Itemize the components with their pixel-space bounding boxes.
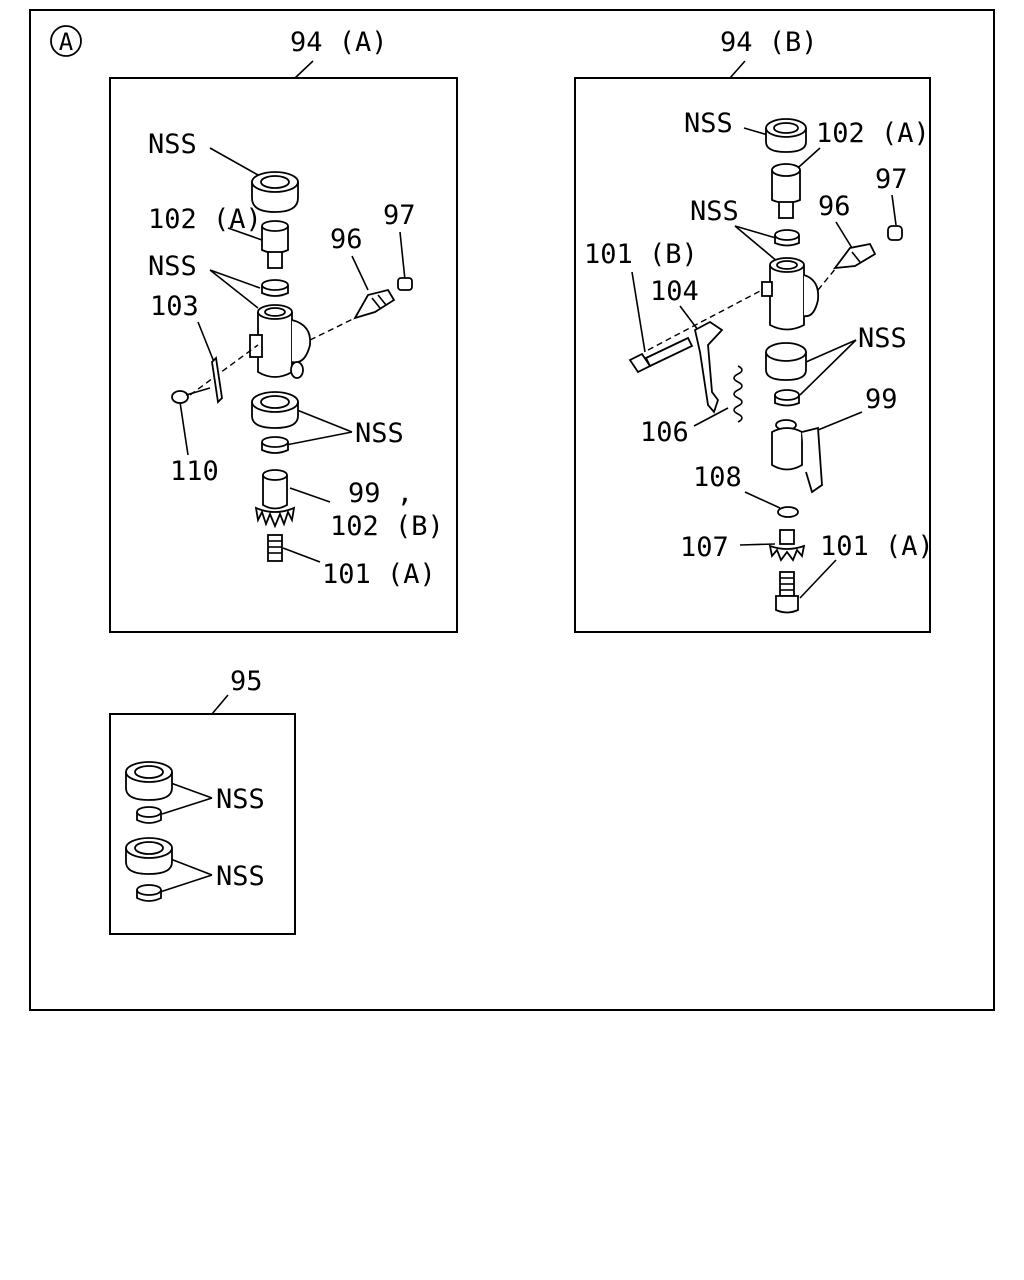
label-nss-mid: NSS bbox=[690, 196, 739, 227]
box-94a: 94 (A) NSS 102 (A) NSS 96 97 103 NSS 110… bbox=[109, 27, 458, 633]
label-nss-2: NSS bbox=[216, 861, 265, 892]
part-101a-screw bbox=[267, 534, 283, 562]
part-101a-screw bbox=[775, 571, 799, 614]
label-nss-1: NSS bbox=[216, 784, 265, 815]
label-106: 106 bbox=[640, 417, 689, 448]
part-nss-cap bbox=[765, 118, 807, 153]
label-96: 96 bbox=[330, 224, 363, 255]
label-102a: 102 (A) bbox=[816, 118, 930, 149]
part-nss-washer bbox=[261, 279, 289, 297]
label-101a: 101 (A) bbox=[322, 559, 436, 590]
box-95: 95 NSS NSS bbox=[109, 666, 296, 935]
label-nss-low: NSS bbox=[355, 418, 404, 449]
part-valve-body bbox=[761, 257, 820, 331]
part-valve-body bbox=[249, 304, 312, 379]
part-nss-cap bbox=[251, 171, 299, 213]
part-nss-washer-lower bbox=[261, 436, 289, 454]
label-102a: 102 (A) bbox=[148, 204, 262, 235]
label-97: 97 bbox=[383, 200, 416, 231]
box-94a-title: 94 (A) bbox=[290, 27, 388, 58]
part-102a bbox=[261, 220, 289, 269]
part-102a bbox=[771, 163, 801, 219]
part-nss-cup-1 bbox=[125, 761, 173, 801]
part-nss-washer-2 bbox=[136, 884, 162, 902]
label-96: 96 bbox=[818, 191, 851, 222]
label-110: 110 bbox=[170, 456, 219, 487]
part-96-bleeder bbox=[833, 242, 877, 270]
part-96-bleeder bbox=[353, 288, 396, 320]
label-101b: 101 (B) bbox=[584, 239, 698, 270]
part-107-gear bbox=[768, 529, 806, 562]
part-99-piston bbox=[254, 469, 296, 529]
label-102b: 102 (B) bbox=[330, 511, 444, 542]
label-nss-low: NSS bbox=[858, 323, 907, 354]
part-nss-cup-lower bbox=[765, 342, 807, 381]
label-97: 97 bbox=[875, 164, 908, 195]
part-nss-cup-2 bbox=[125, 837, 173, 875]
outer-frame bbox=[29, 9, 995, 1011]
label-101a: 101 (A) bbox=[820, 531, 934, 562]
box-94b-title: 94 (B) bbox=[720, 27, 818, 58]
part-nss-washer bbox=[774, 229, 800, 247]
box-94b: 94 (B) NSS 102 (A) 97 NSS 96 101 (B) 104… bbox=[574, 27, 934, 633]
part-106-spring bbox=[733, 365, 743, 423]
label-99: 99 , bbox=[348, 478, 413, 509]
label-103: 103 bbox=[150, 291, 199, 322]
label-nss-top: NSS bbox=[684, 108, 733, 139]
label-nss-mid: NSS bbox=[148, 251, 197, 282]
box-95-frame bbox=[109, 713, 296, 935]
part-110-screw bbox=[171, 387, 211, 404]
part-104-lever bbox=[693, 320, 724, 414]
part-103-clip bbox=[211, 356, 223, 404]
label-108: 108 bbox=[693, 462, 742, 493]
box-95-title: 95 bbox=[230, 666, 263, 697]
part-101b-bolt bbox=[628, 336, 694, 374]
part-97-cap bbox=[887, 225, 903, 241]
part-nss-cup-lower bbox=[251, 391, 299, 429]
label-nss-top: NSS bbox=[148, 129, 197, 160]
part-97-cap bbox=[397, 277, 413, 291]
label-104: 104 bbox=[650, 276, 699, 307]
part-nss-washer-1 bbox=[136, 806, 162, 824]
label-99: 99 bbox=[865, 384, 898, 415]
label-107: 107 bbox=[680, 532, 729, 563]
box-94b-frame bbox=[574, 77, 931, 633]
circle-label-a: A bbox=[50, 25, 82, 57]
part-99-piston bbox=[771, 419, 823, 494]
part-108-washer bbox=[777, 506, 799, 518]
box-94a-frame bbox=[109, 77, 458, 633]
part-nss-washer-lower bbox=[774, 389, 800, 407]
circle-label-text: A bbox=[59, 28, 74, 56]
